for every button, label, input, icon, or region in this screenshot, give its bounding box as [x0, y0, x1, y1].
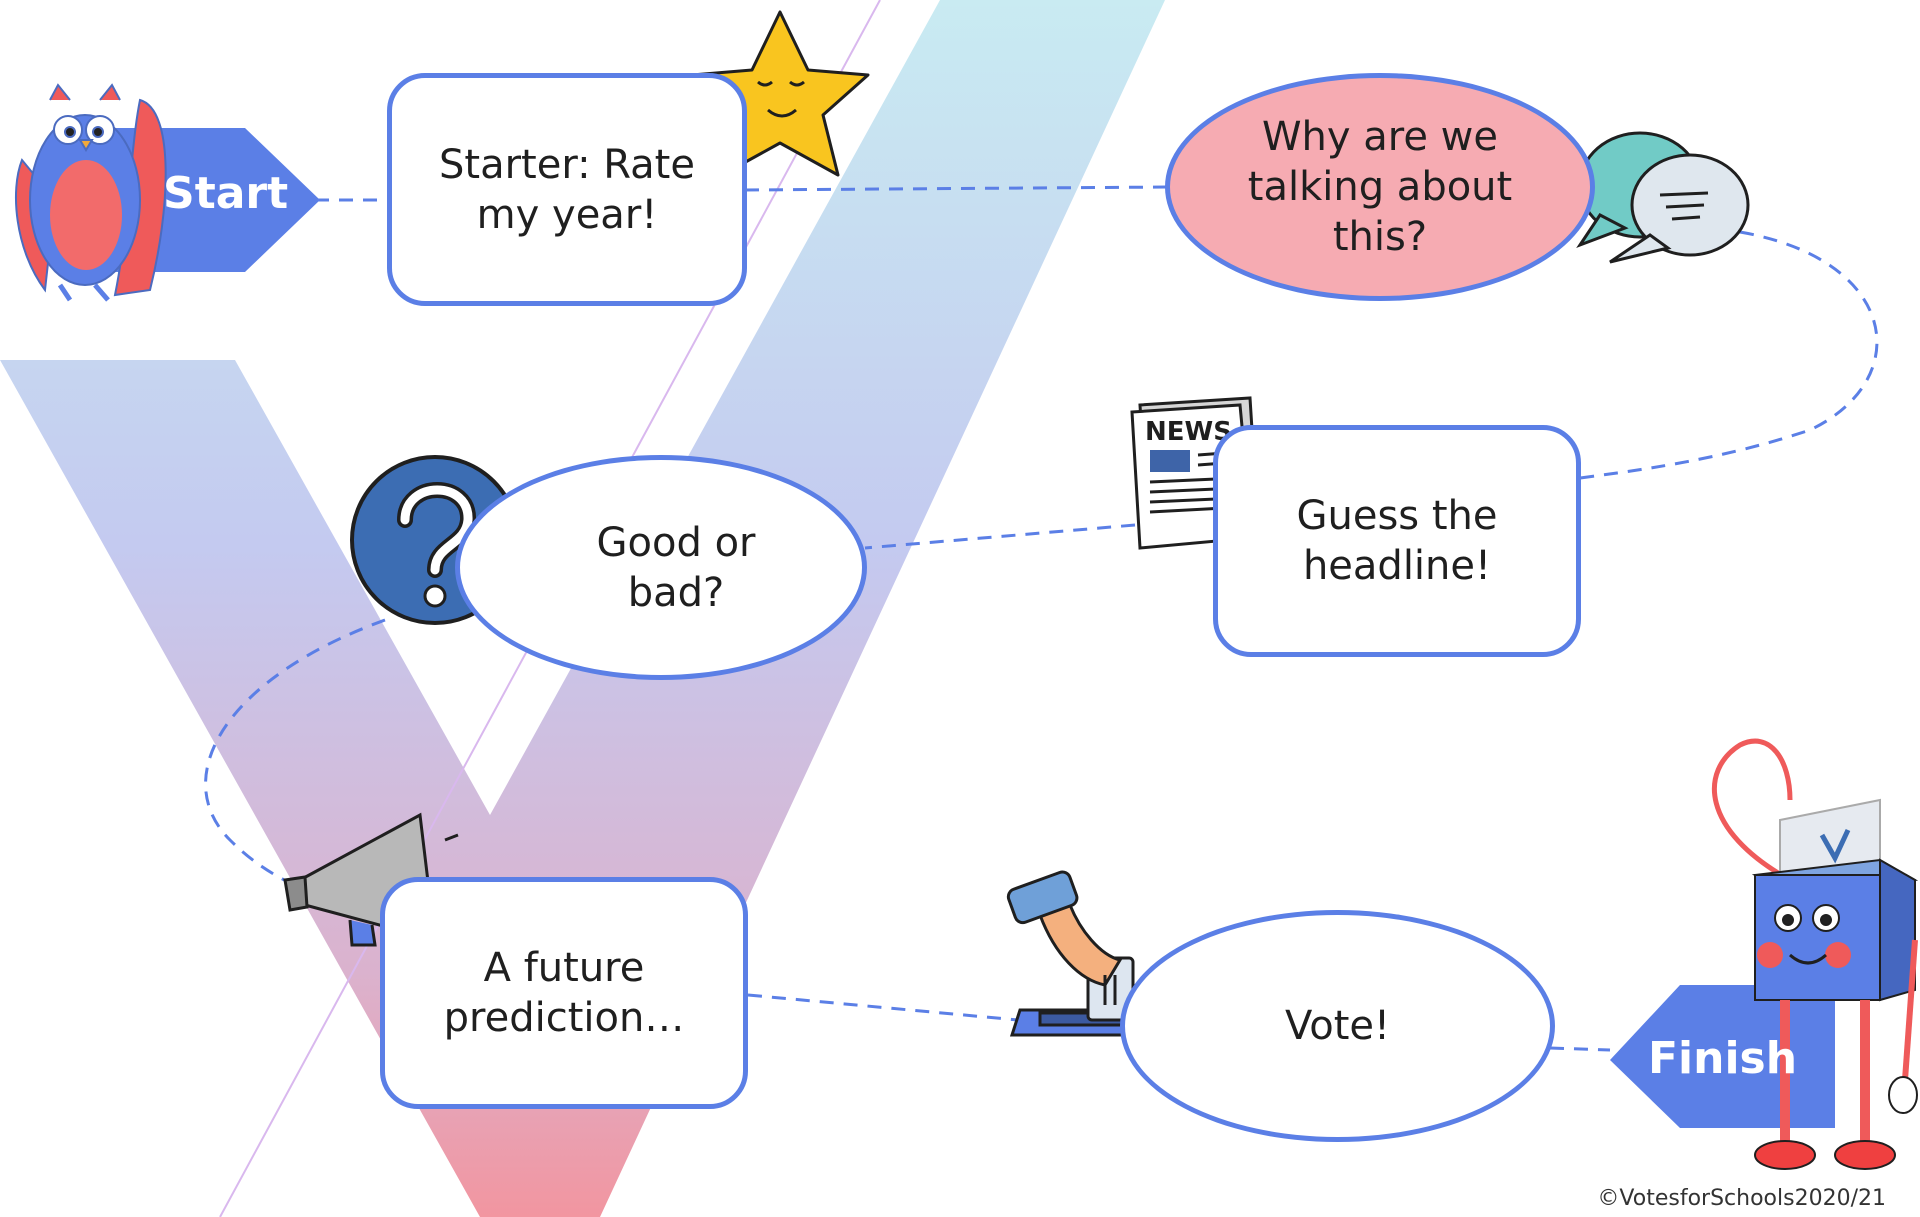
- step-good-bad: Good or bad?: [455, 455, 867, 680]
- step-vote-text: Vote!: [1284, 1003, 1391, 1049]
- connector-prediction-vote: [747, 993, 1019, 1022]
- step-why: Why are we talking about this?: [1165, 73, 1595, 301]
- connector-vote-finish: [1549, 1046, 1611, 1052]
- step-headline: Guess the headline!: [1213, 425, 1581, 657]
- step-good-bad-text: Good or bad?: [596, 519, 756, 616]
- background-v-shape: [0, 0, 1165, 1217]
- step-starter-text: Starter: Rate my year!: [439, 141, 695, 238]
- copyright-text: ©VotesforSchools2020/21: [1597, 1186, 1886, 1211]
- start-label: Start: [163, 168, 289, 219]
- ballot-box-mascot-icon: [1711, 738, 1919, 1170]
- step-why-text: Why are we talking about this?: [1247, 114, 1513, 260]
- speech-bubbles-icon: [1576, 131, 1750, 264]
- finish-arrow-shape: [1610, 985, 1835, 1128]
- step-vote: Vote!: [1120, 910, 1555, 1142]
- finish-label: Finish: [1648, 1033, 1798, 1084]
- step-prediction: A future prediction…: [380, 877, 748, 1109]
- step-starter: Starter: Rate my year!: [387, 73, 747, 306]
- connector-why-headline: [1579, 230, 1879, 480]
- step-headline-text: Guess the headline!: [1296, 493, 1498, 589]
- connector-headline-goodbad: [864, 523, 1136, 550]
- owl-mascot-icon: [14, 83, 167, 302]
- connector-goodbad-prediction: [204, 618, 386, 890]
- step-prediction-text: A future prediction…: [443, 945, 685, 1041]
- svg-text:NEWS: NEWS: [1145, 417, 1232, 447]
